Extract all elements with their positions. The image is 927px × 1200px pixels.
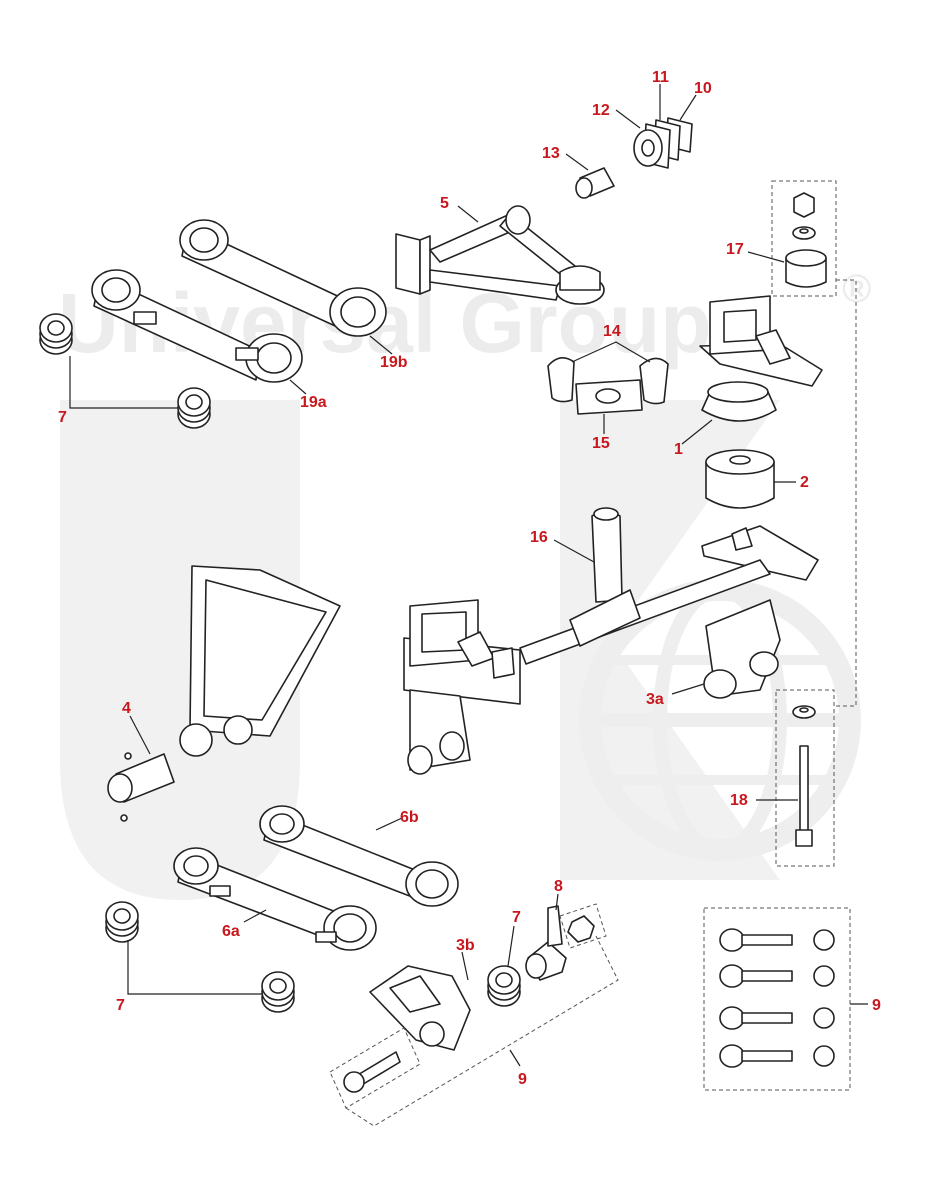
part-3a-bracket	[703, 599, 781, 699]
label-2: 2	[800, 474, 809, 491]
part-6a-torque-rod	[173, 847, 377, 951]
part-2-rubber-spring	[705, 449, 775, 509]
label-15: 15	[592, 435, 610, 452]
label-6a: 6a	[222, 923, 240, 940]
label-13: 13	[542, 145, 560, 162]
frame-bracket	[179, 565, 341, 757]
part-9-fastener-kit-right	[719, 928, 835, 1068]
label-4: 4	[122, 700, 131, 717]
part-18-bolt	[792, 705, 816, 847]
part-15-plate	[575, 379, 643, 415]
part-19b-torque-rod	[179, 219, 387, 337]
label-3a: 3a	[646, 691, 664, 708]
part-7-bushing-lower-left	[105, 901, 139, 943]
label-10: 10	[694, 80, 712, 97]
part-10-11-12-mount	[633, 117, 693, 169]
watermark-registered-mark: ®	[842, 267, 871, 311]
label-9-bottom: 9	[518, 1071, 527, 1088]
label-7-bottom: 7	[116, 997, 125, 1014]
part-3b-bracket	[369, 965, 471, 1051]
label-14: 14	[603, 323, 621, 340]
label-7-top: 7	[58, 409, 67, 426]
label-16: 16	[530, 529, 548, 546]
label-18: 18	[730, 792, 748, 809]
label-6b: 6b	[400, 809, 419, 826]
label-17: 17	[726, 241, 744, 258]
part-7-bushing-top	[39, 313, 73, 355]
label-8: 8	[554, 878, 563, 895]
part-8-stud	[525, 905, 567, 981]
part-17-mount-kit	[785, 192, 827, 288]
part-14-clamps	[547, 357, 669, 405]
part-9-fastener-kit-bottom	[329, 903, 619, 1127]
part-19a-torque-rod	[91, 269, 303, 383]
label-3b: 3b	[456, 937, 475, 954]
part-13-bushing	[575, 167, 615, 199]
label-12: 12	[592, 102, 610, 119]
lower-mount-plate	[701, 525, 819, 581]
label-11: 11	[652, 69, 669, 86]
upper-mount-bracket	[699, 295, 823, 387]
label-7-mid: 7	[512, 909, 521, 926]
part-1-rubber-spring	[701, 381, 777, 422]
label-19b: 19b	[380, 354, 408, 371]
label-5: 5	[440, 195, 449, 212]
part-6b-torque-rod	[259, 805, 459, 907]
label-9-right: 9	[872, 997, 881, 1014]
part-7-bushing-lower-right	[261, 971, 295, 1013]
label-19a: 19a	[300, 394, 327, 411]
label-1: 1	[674, 441, 683, 458]
part-4-pin	[107, 752, 175, 822]
part-7-bushing-mid	[177, 387, 211, 429]
part-7-bushing-near-8	[487, 965, 521, 1007]
part-5-a-frame	[395, 205, 605, 305]
part-16-axle-beam	[403, 507, 771, 775]
